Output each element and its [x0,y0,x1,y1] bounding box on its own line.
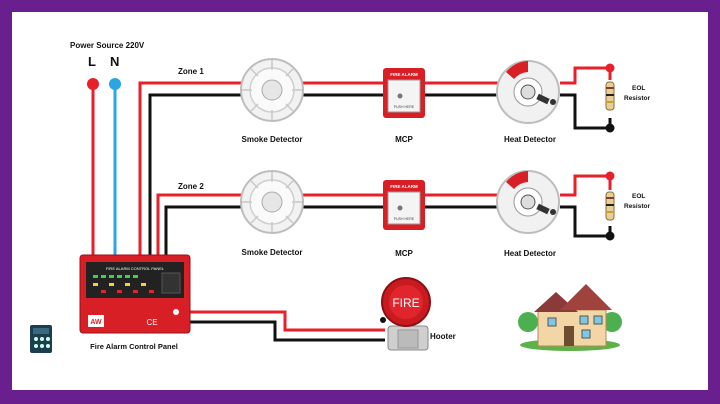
mcp-sub-text: PUSH HERE [394,217,415,221]
hooter-label: Hooter [430,332,456,341]
zone2-wires [156,174,612,255]
mcp-sub-text: PUSH HERE [394,105,415,109]
panel-brand-text: AW [90,319,102,326]
mcp-header-text: FIRE ALARM [390,72,418,77]
control-panel-label: Fire Alarm Control Panel [90,342,178,351]
eol-label-line1: EOL [632,193,645,200]
mcp-label: MCP [395,135,413,144]
power-source-title: Power Source 220V [70,41,145,50]
smoke-detector-icon [240,58,304,122]
mcp-icon: FIRE ALARM PUSH HERE [383,68,425,118]
zone1-label: Zone 1 [178,67,204,76]
smoke-detector-label: Smoke Detector [242,248,303,257]
neutral-label: N [110,54,119,69]
heat-detector-icon [496,60,560,124]
eol-resistor-icon [605,63,615,133]
heat-detector-label: Heat Detector [504,249,556,258]
live-label: L [88,54,96,69]
mcp-label: MCP [395,249,413,258]
eol-label-line2: Resistor [624,95,650,102]
panel-ce-mark: CE [146,318,157,327]
zone2-label: Zone 2 [178,182,204,191]
hooter-text: FIRE [392,296,419,310]
hooter-icon: FIRE [380,277,431,351]
house-icon [518,284,622,351]
keypad-icon [30,325,52,353]
eol-label-line2: Resistor [624,203,650,210]
smoke-detector-icon [240,170,304,234]
eol-label-line1: EOL [632,85,645,92]
smoke-detector-label: Smoke Detector [242,135,303,144]
hooter-wires [190,310,385,342]
live-terminal [87,78,99,90]
eol-resistor-icon [605,171,615,241]
neutral-terminal [109,78,121,90]
heat-detector-label: Heat Detector [504,135,556,144]
mcp-icon: FIRE ALARM PUSH HERE [383,180,425,230]
panel-header-text: FIRE ALARM CONTROL PANEL [106,266,165,271]
heat-detector-icon [496,170,560,234]
mcp-header-text: FIRE ALARM [390,184,418,189]
fire-alarm-control-panel: FIRE ALARM CONTROL PANEL AW CE [79,254,191,334]
